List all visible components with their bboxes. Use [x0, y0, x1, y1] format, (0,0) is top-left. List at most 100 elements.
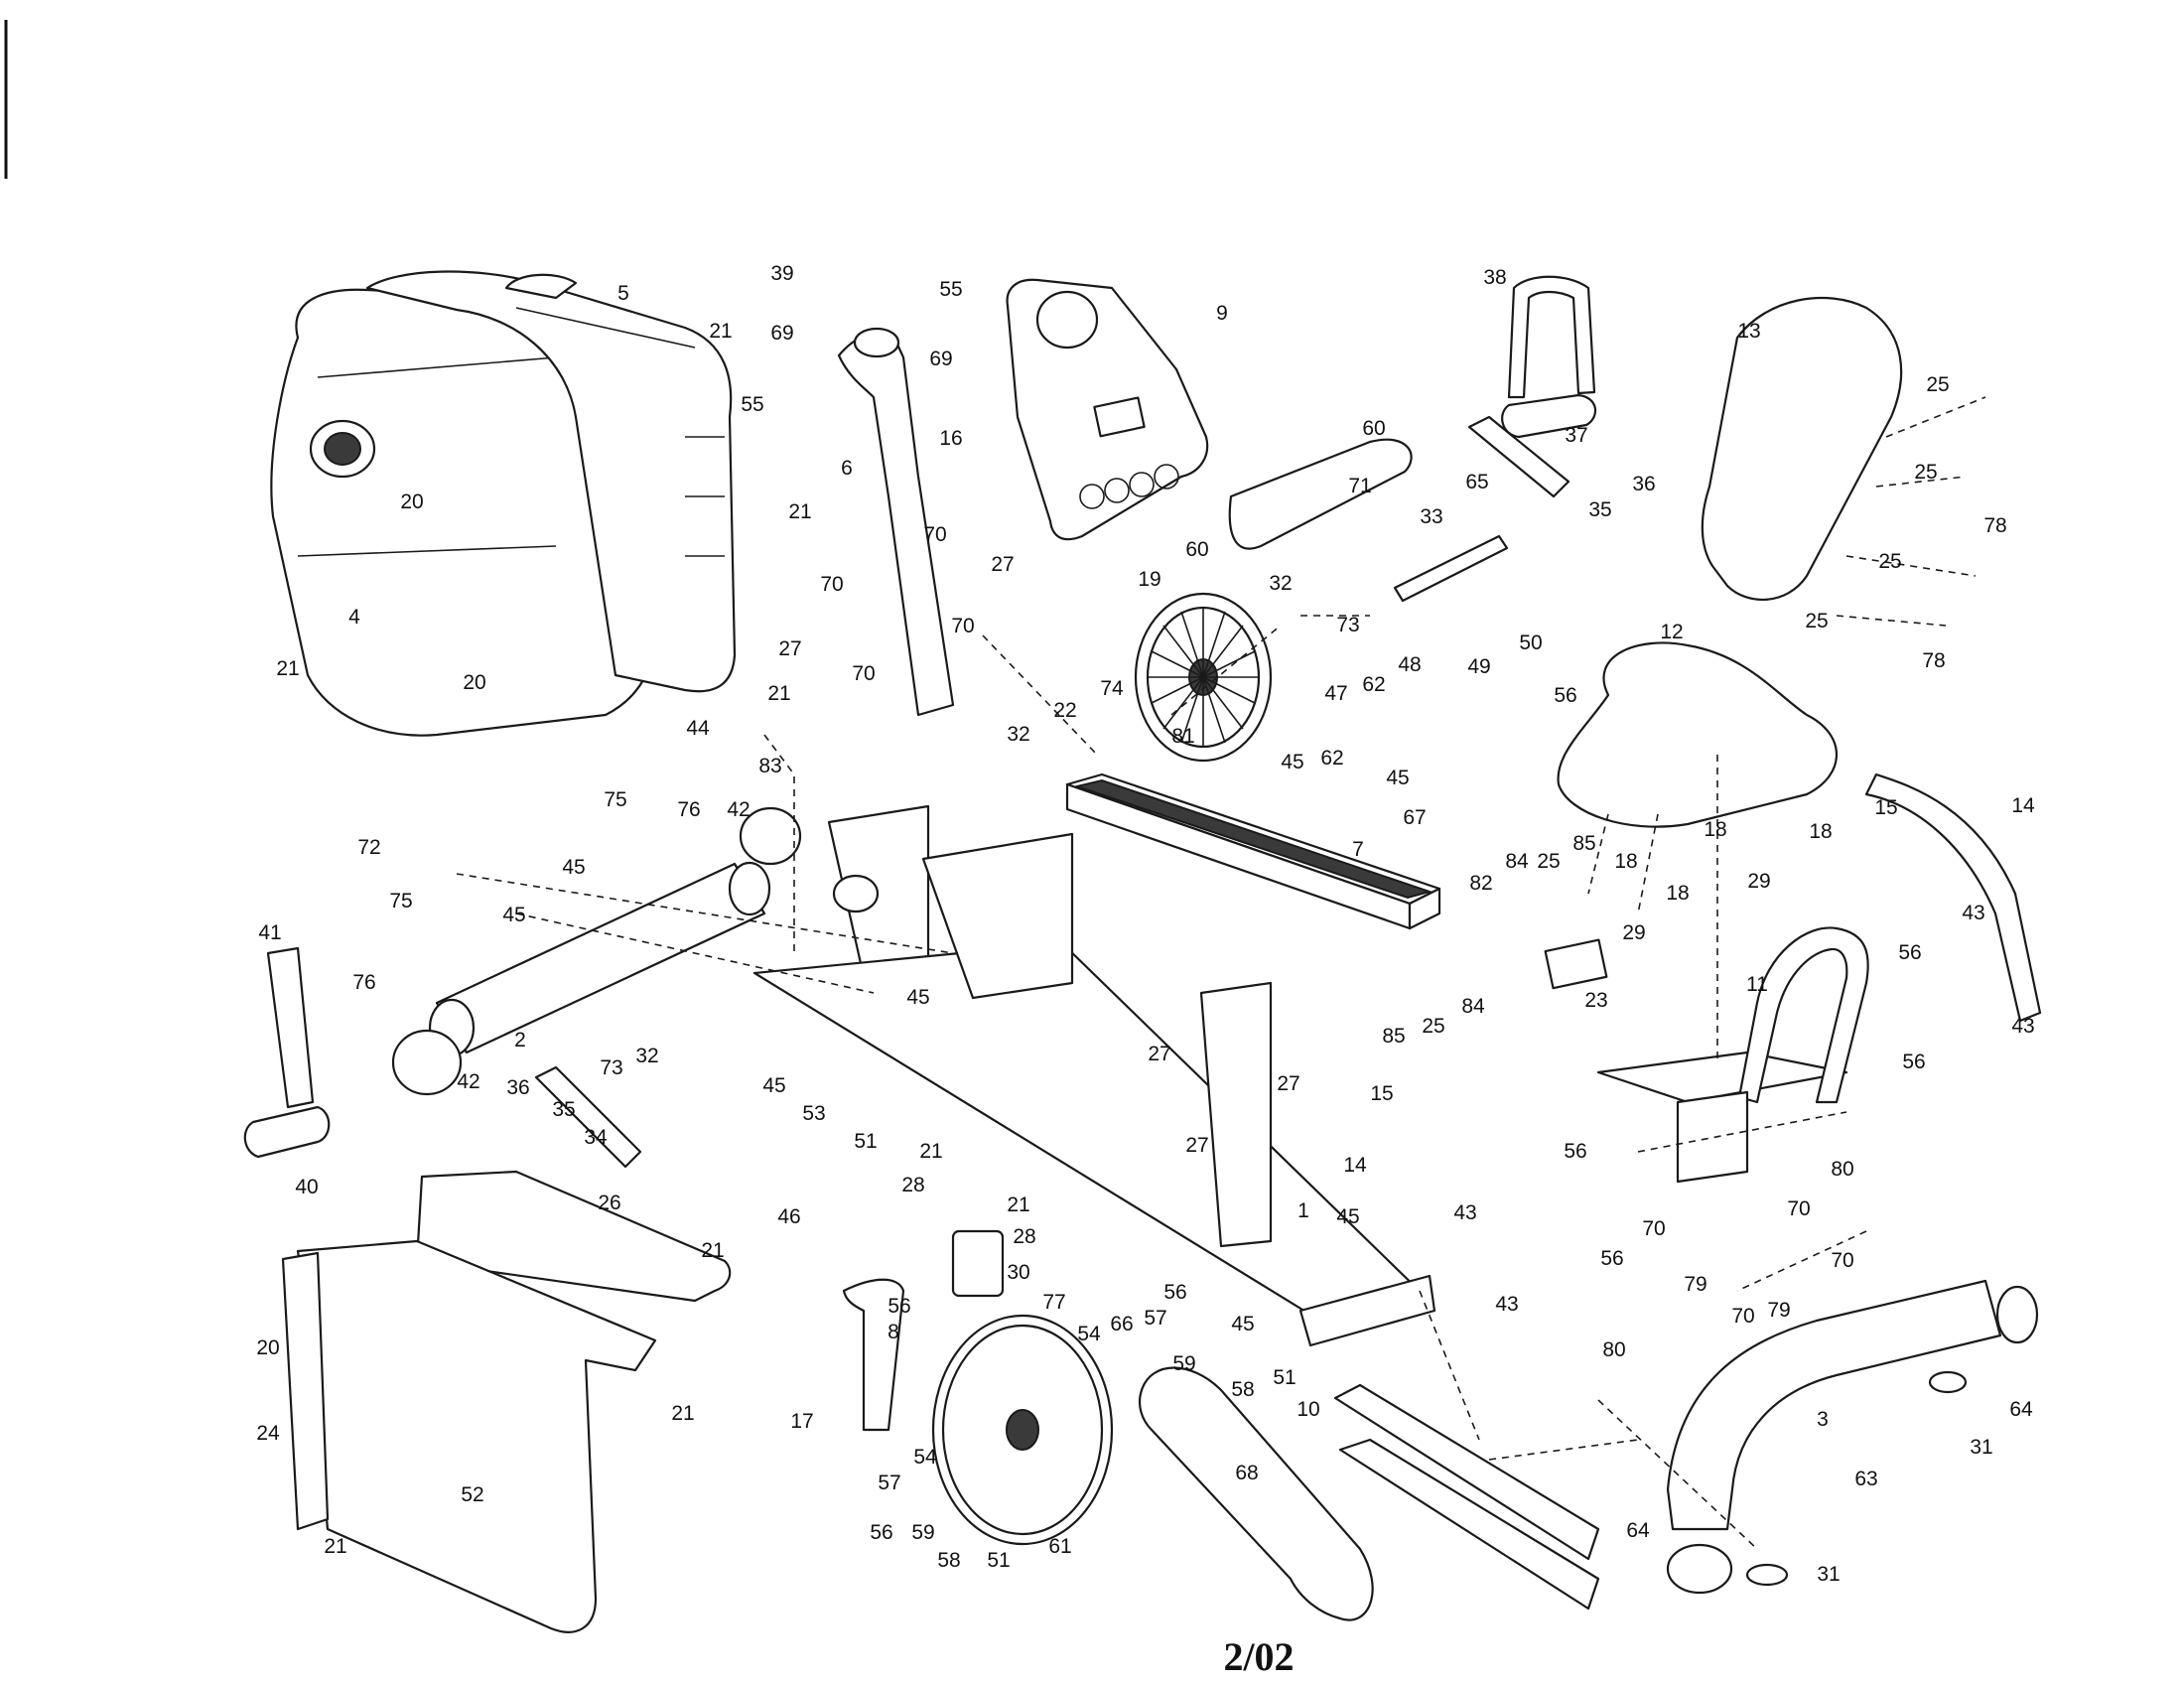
callout-label: 45 — [1336, 1205, 1359, 1228]
callout-label: 78 — [1922, 649, 1945, 672]
callout-label: 29 — [1622, 921, 1645, 944]
parts-artwork — [243, 270, 2042, 1633]
callout-label: 32 — [1269, 572, 1292, 595]
callout-label: 79 — [1684, 1273, 1706, 1296]
callout-label: 70 — [951, 615, 974, 637]
callout-label: 8 — [887, 1321, 899, 1343]
callout-label: 32 — [635, 1045, 658, 1067]
callout-label: 56 — [1902, 1051, 1925, 1073]
callout-label: 55 — [741, 393, 763, 416]
part-6-console-mast — [837, 327, 955, 717]
part-68-drive-belt — [1138, 1366, 1374, 1621]
callout-label: 43 — [1495, 1293, 1518, 1316]
part-8-belt-guard — [842, 1278, 905, 1432]
callout-label: 42 — [727, 798, 750, 821]
callout-label: 45 — [762, 1074, 785, 1097]
callout-label: 81 — [1171, 725, 1194, 748]
callout-label: 1 — [1297, 1199, 1309, 1222]
part-71-console-bracket — [1228, 438, 1413, 550]
callout-label: 64 — [1626, 1519, 1650, 1542]
callout-label: 7 — [1352, 838, 1364, 861]
callout-label: 38 — [1483, 266, 1506, 289]
part-1-main-frame — [752, 804, 1436, 1347]
callout-label: 51 — [1273, 1366, 1296, 1389]
callout-label: 25 — [1914, 461, 1937, 484]
part-64-end-cap-rear — [1666, 1543, 1733, 1595]
part-31-leveler-left — [1745, 1563, 1789, 1587]
page-number: 2/02 — [1223, 1634, 1294, 1679]
callout-label: 36 — [1632, 473, 1655, 495]
callout-label: 56 — [887, 1295, 910, 1318]
callout-label: 21 — [1007, 1193, 1029, 1216]
callout-label: 40 — [295, 1176, 318, 1198]
callout-label: 20 — [463, 671, 485, 694]
callout-label: 9 — [1216, 302, 1228, 325]
callout-label: 83 — [758, 755, 781, 777]
callout-label: 70 — [1642, 1217, 1665, 1240]
callout-label: 75 — [389, 890, 412, 912]
callout-label: 56 — [1564, 1140, 1586, 1163]
callout-label: 61 — [1048, 1535, 1071, 1558]
callout-label: 76 — [352, 971, 375, 994]
part-7-seat-rail — [1065, 772, 1441, 930]
callout-label: 25 — [1422, 1015, 1444, 1038]
callout-label: 58 — [937, 1549, 960, 1572]
callout-label: 51 — [854, 1130, 877, 1153]
callout-label: 27 — [1148, 1043, 1170, 1065]
callout-label: 52 — [461, 1483, 483, 1506]
callout-label: 2 — [514, 1029, 526, 1052]
callout-label: 70 — [852, 662, 875, 685]
callout-label: 82 — [1469, 872, 1492, 895]
part-61-pulley — [931, 1314, 1114, 1546]
callout-label: 17 — [790, 1410, 813, 1433]
callout-label: 70 — [1731, 1305, 1754, 1328]
callout-label: 25 — [1805, 610, 1828, 632]
callout-label: 10 — [1297, 1398, 1319, 1421]
callout-label: 45 — [906, 986, 929, 1009]
callout-label: 14 — [2011, 794, 2035, 817]
callout-label: 71 — [1348, 475, 1371, 497]
callout-label: 73 — [1336, 614, 1359, 636]
callout-label: 16 — [939, 427, 962, 450]
callout-label: 14 — [1343, 1154, 1367, 1177]
callout-label: 69 — [929, 348, 952, 370]
callout-label: 39 — [770, 262, 793, 285]
callout-label: 72 — [357, 836, 380, 859]
callout-label: 80 — [1602, 1338, 1625, 1361]
callout-label: 63 — [1854, 1468, 1877, 1490]
part-3-rear-stabilizer — [1666, 1279, 2002, 1531]
callout-label: 56 — [1554, 684, 1576, 707]
callout-label: 56 — [1898, 941, 1921, 964]
callout-label: 19 — [1138, 568, 1160, 591]
part-10-rear-tubes — [1333, 1383, 1600, 1611]
callout-label: 68 — [1235, 1462, 1258, 1484]
part-26-lower-shroud — [415, 1170, 732, 1303]
callout-label: 41 — [258, 921, 281, 944]
part-13-seat-back — [1701, 296, 1903, 602]
callout-label: 12 — [1660, 621, 1683, 643]
callout-label: 24 — [256, 1422, 280, 1445]
callout-label: 21 — [767, 682, 790, 705]
callout-label: 18 — [1614, 850, 1637, 873]
callout-label: 80 — [1831, 1158, 1853, 1181]
callout-label: 42 — [457, 1070, 479, 1093]
callout-label: 21 — [919, 1140, 942, 1163]
callout-label: 78 — [1983, 514, 2006, 537]
callout-label: 3 — [1817, 1408, 1829, 1431]
callout-label: 70 — [1787, 1197, 1810, 1220]
callout-label: 59 — [911, 1521, 934, 1544]
callout-label: 25 — [1878, 550, 1901, 573]
callout-label: 35 — [1588, 498, 1611, 521]
callout-label: 28 — [901, 1174, 924, 1196]
callout-label: 4 — [348, 606, 360, 629]
callout-label: 13 — [1737, 320, 1760, 343]
callout-label: 77 — [1042, 1291, 1065, 1314]
callout-label: 53 — [802, 1102, 825, 1125]
part-5-right-shroud — [365, 270, 737, 693]
callout-label: 75 — [604, 788, 626, 811]
callout-label: 36 — [506, 1076, 529, 1099]
callout-label: 70 — [1831, 1249, 1853, 1272]
callout-label: 25 — [1926, 373, 1949, 396]
callout-label: 34 — [584, 1126, 608, 1149]
